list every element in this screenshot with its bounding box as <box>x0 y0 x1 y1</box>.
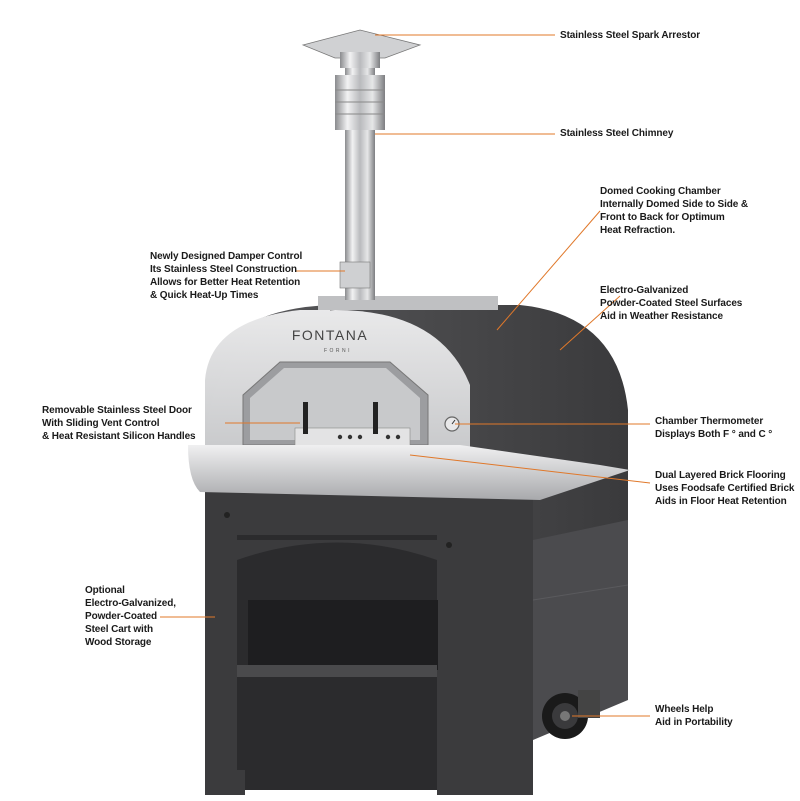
callout-cart-line-3: Powder-Coated <box>85 611 158 622</box>
callout-galvanized-line-2: Powder-Coated Steel Surfaces <box>600 298 743 309</box>
spark-arrestor <box>301 29 422 68</box>
front-ledge <box>188 445 630 500</box>
callout-brick: Dual Layered Brick Flooring Uses Foodsaf… <box>655 469 794 508</box>
chimney <box>335 65 385 300</box>
callout-galvanized-line-3: Aid in Weather Resistance <box>600 311 723 322</box>
callout-damper-line-1: Newly Designed Damper Control <box>150 251 303 262</box>
callout-domed-chamber-line-4: Heat Refraction. <box>600 225 676 236</box>
leader-brick <box>409 454 651 484</box>
callout-door-line-2: With Sliding Vent Control <box>42 418 160 429</box>
callout-damper-line-3: Allows for Better Heat Retention <box>150 277 301 288</box>
callout-chimney: Stainless Steel Chimney <box>560 127 673 140</box>
callout-thermometer-line-2: Displays Both F ° and C ° <box>655 429 773 440</box>
callout-domed-chamber-line-2: Internally Domed Side to Side & <box>600 199 749 210</box>
brand-logo: FONTANA <box>292 327 368 343</box>
callout-domed-chamber-line-3: Front to Back for Optimum <box>600 212 725 223</box>
callout-damper: Newly Designed Damper Control Its Stainl… <box>150 250 302 302</box>
callout-wheels-line-1: Wheels Help <box>655 704 714 715</box>
callout-brick-line-1: Dual Layered Brick Flooring <box>655 470 786 481</box>
callout-cart-line-2: Electro-Galvanized, <box>85 598 176 609</box>
callout-brick-line-2: Uses Foodsafe Certified Brick <box>655 483 795 494</box>
oven-door <box>242 361 429 447</box>
callout-cart: Optional Electro-Galvanized, Powder-Coat… <box>85 584 176 649</box>
callout-door-line-1: Removable Stainless Steel Door <box>42 405 192 416</box>
leader-lines <box>160 34 651 717</box>
callout-damper-line-4: & Quick Heat-Up Times <box>150 290 259 301</box>
callout-domed-chamber-line-1: Domed Cooking Chamber <box>600 186 721 197</box>
callout-spark-arrestor-line-1: Stainless Steel Spark Arrestor <box>560 30 701 41</box>
thermometer-icon <box>444 416 460 432</box>
callout-cart-line-1: Optional <box>85 585 125 596</box>
callout-damper-line-2: Its Stainless Steel Construction <box>150 264 297 275</box>
callout-thermometer: Chamber Thermometer Displays Both F ° an… <box>655 415 772 441</box>
callout-cart-line-4: Steel Cart with <box>85 624 153 635</box>
leader-galvanized <box>559 295 621 351</box>
callout-galvanized-line-1: Electro-Galvanized <box>600 285 689 296</box>
callout-brick-line-3: Aids in Floor Heat Retention <box>655 496 787 507</box>
callout-door: Removable Stainless Steel Door With Slid… <box>42 404 196 443</box>
callout-domed-chamber: Domed Cooking Chamber Internally Domed S… <box>600 185 748 237</box>
callout-wheels: Wheels Help Aid in Portability <box>655 703 733 729</box>
wood-cart <box>205 470 629 795</box>
callout-thermometer-line-1: Chamber Thermometer <box>655 416 764 427</box>
callout-cart-line-5: Wood Storage <box>85 637 152 648</box>
callout-door-line-3: & Heat Resistant Silicon Handles <box>42 431 196 442</box>
callout-spark-arrestor: Stainless Steel Spark Arrestor <box>560 29 700 42</box>
callout-chimney-line-1: Stainless Steel Chimney <box>560 128 674 139</box>
callout-galvanized: Electro-Galvanized Powder-Coated Steel S… <box>600 284 742 323</box>
leader-domed-chamber <box>496 210 601 331</box>
wheel <box>542 690 600 739</box>
callout-wheels-line-2: Aid in Portability <box>655 717 733 728</box>
brand-sub-logo: FORNI <box>324 348 352 354</box>
